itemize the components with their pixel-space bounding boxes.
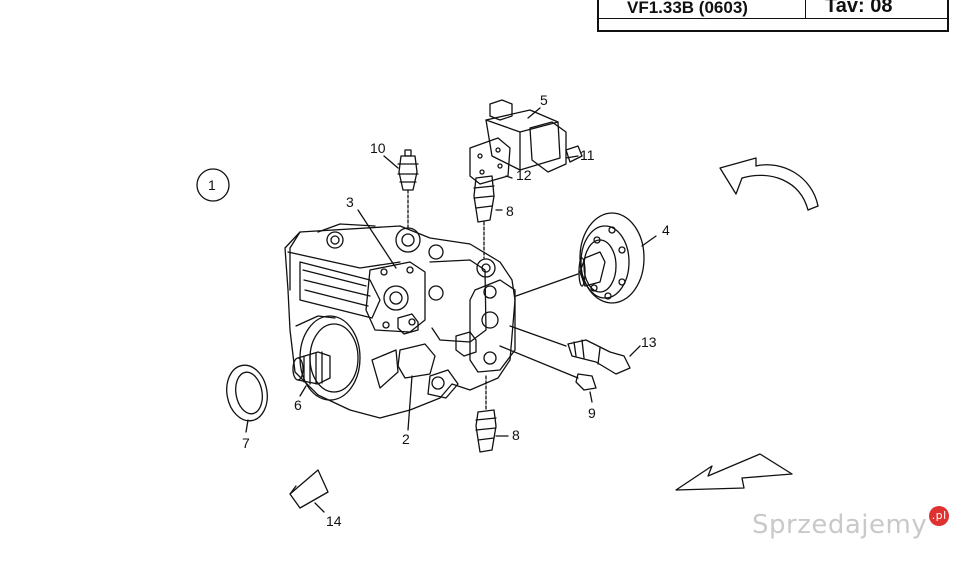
callout-11: 11 <box>580 147 595 163</box>
callout-2: 2 <box>402 431 410 447</box>
solenoid-valve <box>485 99 583 173</box>
drawing-code: VF1.33B (0603) <box>627 0 748 17</box>
callout-3: 3 <box>346 194 354 210</box>
callout-8-lower: 8 <box>512 427 520 443</box>
callout-labels: 1 2 3 4 5 6 7 8 8 9 10 11 12 13 14 <box>208 92 670 529</box>
bolt <box>499 345 597 391</box>
callout-8-upper: 8 <box>506 203 514 219</box>
callout-7: 7 <box>242 435 250 451</box>
callout-14: 14 <box>326 513 342 529</box>
callout-10: 10 <box>370 140 386 156</box>
spline-shaft <box>292 351 331 385</box>
o-ring <box>226 364 268 422</box>
watermark: Sprzedajemy.pl <box>752 506 950 540</box>
callout-6: 6 <box>294 397 302 413</box>
lower-plug <box>475 375 497 453</box>
rotation-arrow <box>719 157 819 211</box>
watermark-badge: .pl <box>929 506 950 526</box>
callout-12: 12 <box>516 167 532 183</box>
title-block: VF1.33B (0603) Tav: 08 <box>597 0 949 32</box>
callout-9: 9 <box>588 405 596 421</box>
coupling-hub <box>578 212 645 304</box>
table-number: Tav: 08 <box>825 0 893 17</box>
pressure-sensor <box>397 149 419 231</box>
callout-13: 13 <box>641 334 657 350</box>
figure-number-circle <box>196 168 230 202</box>
callout-figure: 1 <box>208 177 216 193</box>
pump-body <box>284 223 516 419</box>
callout-5: 5 <box>540 92 548 108</box>
callout-4: 4 <box>662 222 670 238</box>
identification-tag <box>289 469 329 509</box>
watermark-text: Sprzedajemy <box>752 510 928 540</box>
upper-plug <box>473 175 495 259</box>
sensor-fitting <box>509 325 631 375</box>
flow-arrow <box>675 453 793 491</box>
